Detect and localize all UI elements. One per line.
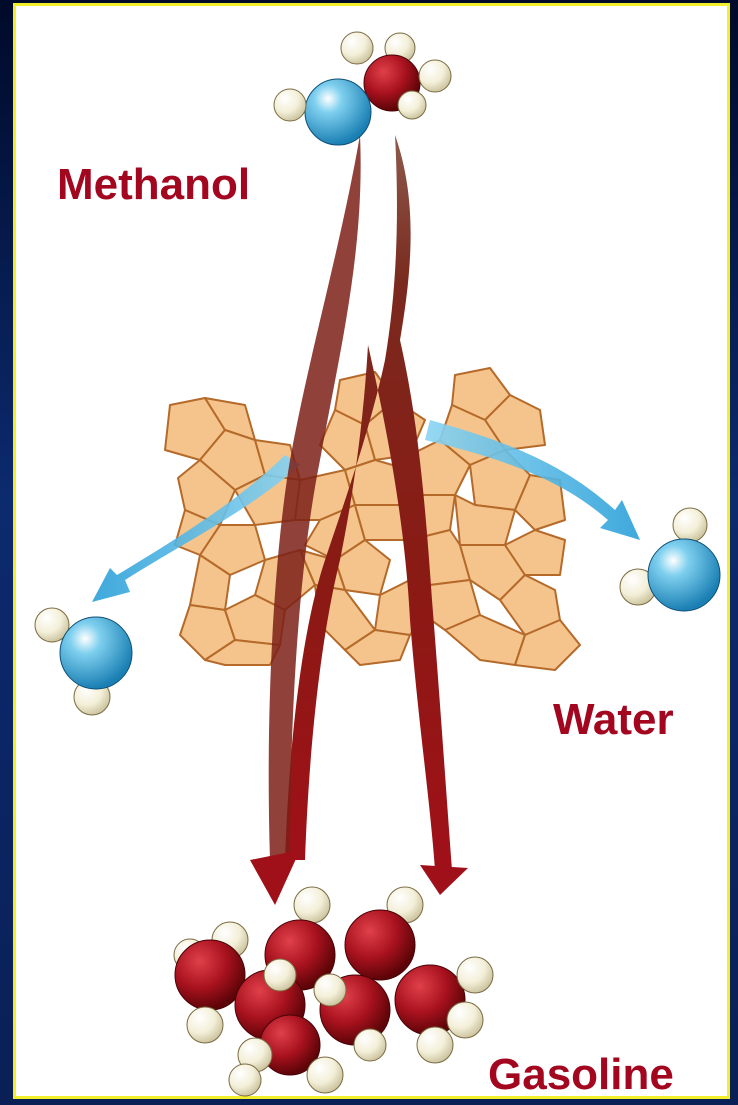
water-molecule-left [35,608,132,715]
gasoline-molecule [174,887,493,1096]
methanol-label: Methanol [57,160,250,210]
methanol-molecule [274,32,451,145]
gasoline-label: Gasoline [488,1050,674,1100]
water-molecule-right [620,508,720,611]
water-label: Water [553,695,674,745]
zeolite-framework [165,368,580,670]
